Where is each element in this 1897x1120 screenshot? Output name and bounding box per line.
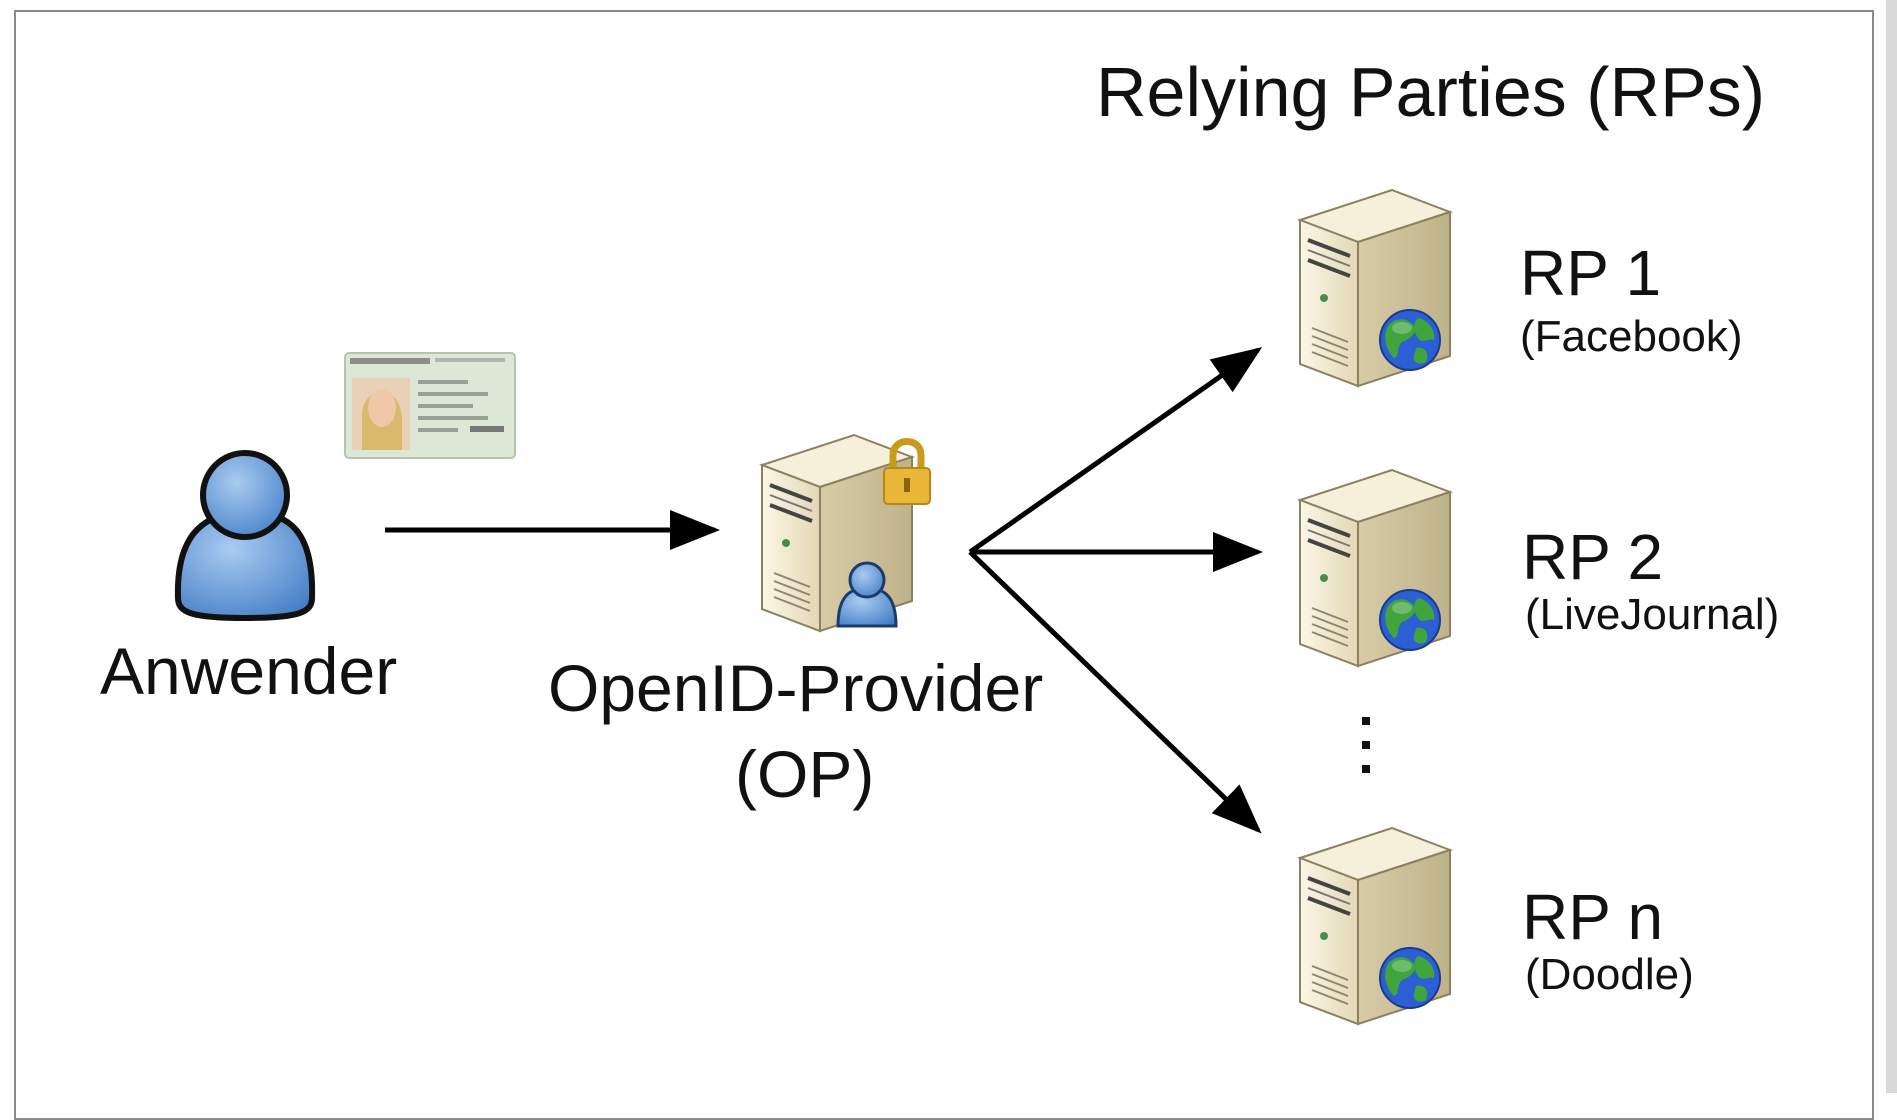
right-edge-bar [1886,0,1897,1093]
op-label-line1: OpenID-Provider [548,651,1044,725]
op-label-line2: (OP) [735,737,875,811]
rp2-service: (LiveJournal) [1525,590,1780,639]
user-icon [174,450,316,622]
arrow-op-to-rpn [968,550,1262,834]
relying-parties-title: Relying Parties (RPs) [1096,53,1766,131]
op-person-icon [836,561,898,628]
rpn-name: RP n [1522,881,1664,953]
rp1-service: (Facebook) [1520,312,1743,361]
diagram-canvas [174,188,1452,1026]
ellipsis-dots [1362,717,1370,773]
id-card-icon [344,352,516,459]
padlock-icon [883,438,931,505]
user-label: Anwender [100,634,398,708]
rp1-globe-icon [1379,309,1441,371]
rpn-service: (Doodle) [1525,950,1694,999]
rp2-globe-icon [1379,589,1441,651]
rp1-name: RP 1 [1520,237,1662,309]
rpn-globe-icon [1379,947,1441,1009]
arrow-op-to-rp1 [968,347,1263,555]
rp2-name: RP 2 [1522,521,1664,593]
